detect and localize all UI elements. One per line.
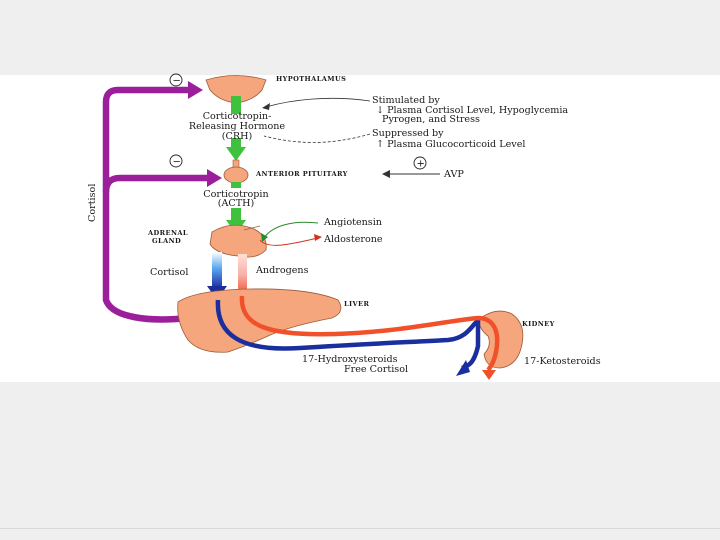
feedback-branch-pituitary (102, 174, 210, 193)
liver-label: LIVER (344, 300, 369, 308)
acth-line-2: (ACTH) (218, 198, 255, 209)
stimulated-arrowhead (262, 103, 270, 110)
stimulated-connector (265, 97, 371, 108)
stimulated-line-2: Pyrogen, and Stress (382, 114, 480, 125)
acth-line-1: Corticotropin (203, 189, 268, 200)
stimulated-title: Stimulated by (372, 95, 440, 106)
aldosterone-arrow (259, 237, 319, 246)
cortisol-output-column (212, 252, 222, 288)
angiotensin-label: Angiotensin (323, 217, 382, 228)
crh-line-2: Releasing Hormone (189, 121, 286, 132)
aldosterone-arrowhead (314, 234, 322, 241)
suppressed-title: Suppressed by (372, 128, 444, 139)
avp-arrowhead (382, 170, 390, 178)
anterior-pituitary-label: ANTERIOR PITUITARY (255, 170, 348, 178)
minus-glyph-2: − (173, 157, 181, 168)
free-cortisol-label: Free Cortisol (344, 364, 408, 375)
aldosterone-label: Aldosterone (323, 234, 383, 245)
plus-sign-avp: + (413, 156, 427, 170)
adrenal-label-line-1: ADRENAL (147, 229, 188, 237)
suppressed-connector (263, 133, 371, 143)
red-pathway (239, 295, 500, 372)
suppressed-line-1: ↑ Plasma Glucocorticoid Level (376, 139, 525, 150)
cortisol-label: Cortisol (150, 267, 188, 278)
ketosteroids-label: 17-Ketosteroids (524, 356, 601, 367)
minus-sign-hypothalamus: − (169, 73, 183, 87)
angiotensin-arrowhead (261, 233, 268, 242)
plus-glyph: + (417, 159, 425, 170)
avp-label: AVP (443, 169, 464, 180)
hydroxysteroids-label: 17-Hydroxysteroids (302, 354, 398, 365)
adrenal-label-line-2: GLAND (152, 237, 181, 245)
anterior-pituitary-organ (223, 159, 249, 184)
kidney-label: KIDNEY (522, 320, 555, 328)
minus-glyph-1: − (173, 76, 181, 87)
red-pathway-arrowhead (482, 370, 496, 380)
stimulated-line-1: ↓ Plasma Cortisol Level, Hypoglycemia (376, 105, 568, 116)
cortisol-vertical-label: Cortisol (87, 184, 98, 222)
blue-pathway-arrowhead (456, 360, 470, 376)
angiotensin-arrow (263, 221, 319, 239)
liver-organ (177, 288, 342, 353)
feedback-arrowhead-hypothalamus (188, 81, 203, 99)
crh-arrow (226, 96, 246, 161)
bottom-divider (0, 528, 720, 529)
minus-sign-pituitary: − (169, 154, 183, 168)
cortisol-feedback-loop (102, 81, 222, 323)
feedback-arrowhead-pituitary (207, 169, 222, 187)
blue-pathway (215, 299, 481, 371)
hypothalamus-organ (205, 75, 267, 104)
feedback-path (102, 86, 196, 323)
crh-line-3: (CRH) (222, 131, 252, 142)
crh-line-1: Corticotropin- (203, 111, 272, 122)
adrenal-gland-organ (209, 224, 267, 258)
androgens-label: Androgens (255, 265, 309, 276)
androgen-output-column (238, 254, 247, 296)
hypothalamus-label: HYPOTHALAMUS (276, 75, 346, 83)
kidney-organ (477, 310, 524, 369)
